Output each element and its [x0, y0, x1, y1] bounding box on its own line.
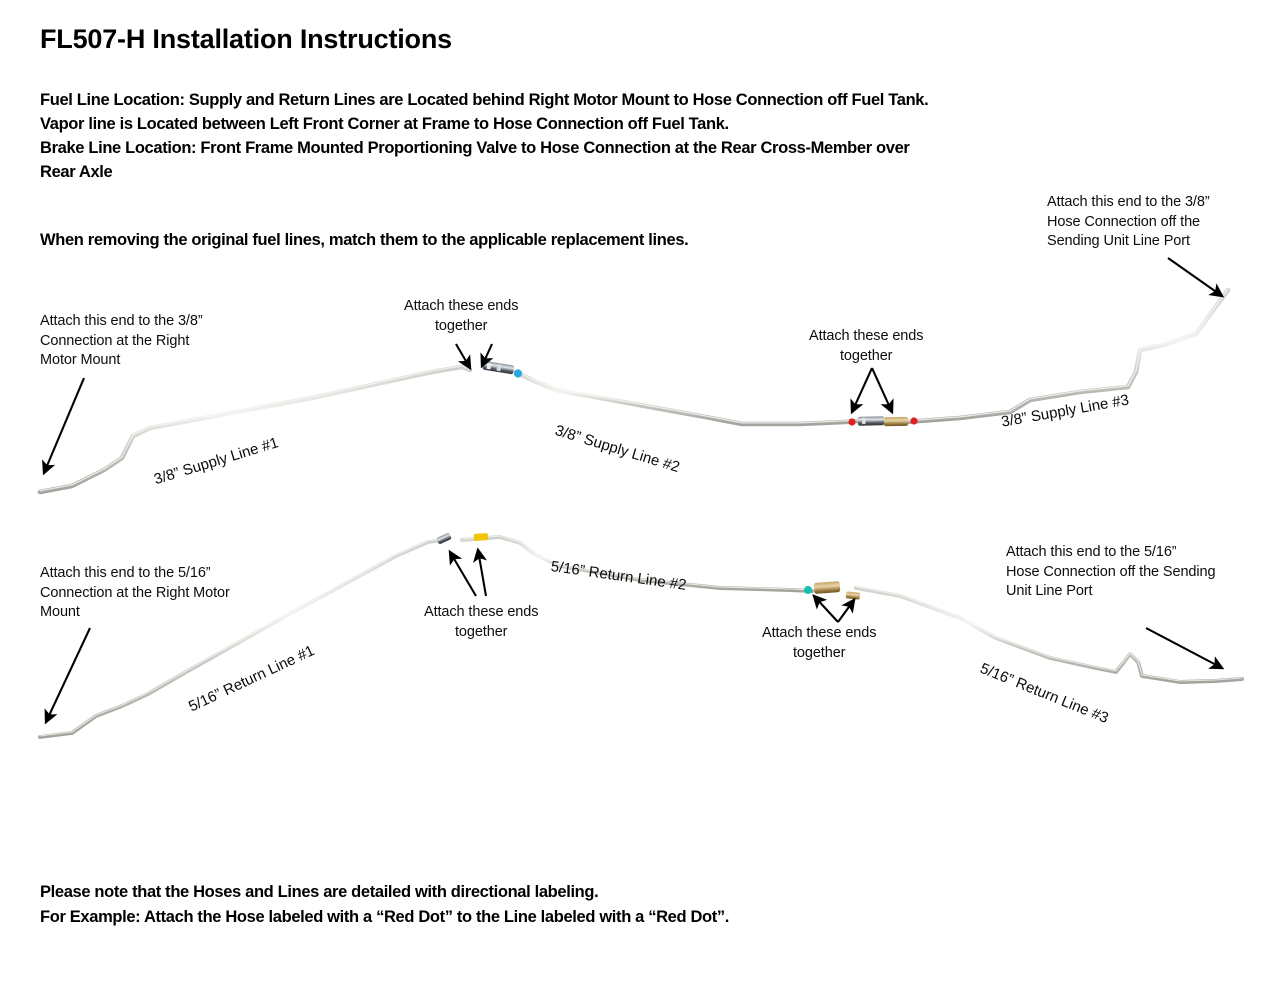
callout-line: together [454, 623, 508, 640]
footer-notes: Please note that the Hoses and Lines are… [40, 880, 729, 930]
callout-line: together [434, 317, 488, 334]
arrow-return-left [44, 627, 91, 725]
location-notes: Fuel Line Location: Supply and Return Li… [40, 88, 929, 184]
callout-line: Sending Unit Line Port [1047, 233, 1190, 249]
match-instruction: When removing the original fuel lines, m… [40, 231, 689, 249]
callout-line: Motor Mount [40, 352, 121, 368]
arrow-supply-left [42, 377, 85, 476]
return-joint-2-fittings [804, 581, 861, 600]
arrow-supply-joint1-b [480, 343, 494, 369]
callout-supply-joint-1: Attach these ends together [404, 297, 518, 336]
return-joint-1-tip [436, 533, 452, 544]
callout-line: Connection at the Right [40, 332, 190, 349]
supply-line-3 [890, 287, 1231, 426]
supply-joint-2-fittings [848, 416, 918, 427]
callout-supply-left-end: Attach this end to the 3/8” Connection a… [40, 312, 203, 371]
location-note-line: Brake Line Location: Front Frame Mounted… [40, 139, 910, 157]
location-note-line: Fuel Line Location: Supply and Return Li… [40, 91, 929, 109]
callout-return-right-end: Attach this end to the 5/16” Hose Connec… [1006, 543, 1216, 602]
arrow-return-joint2-a [812, 594, 839, 623]
callout-line: Hose Connection off the Sending [1006, 563, 1216, 580]
supply-joint-1-fitting [482, 361, 523, 378]
callout-supply-right-end: Attach this end to the 3/8” Hose Connect… [1047, 193, 1210, 252]
callout-line: together [839, 347, 893, 364]
yellow-dot-marker [473, 533, 489, 541]
callout-return-left-end: Attach this end to the 5/16” Connection … [40, 564, 230, 623]
footer-note-line: For Example: Attach the Hose labeled wit… [40, 908, 730, 926]
callout-line: Attach this end to the 3/8” [1047, 194, 1210, 210]
callout-line: Attach this end to the 5/16” [1006, 544, 1177, 560]
callout-line: Attach this end to the 5/16” [40, 565, 211, 581]
arrow-return-joint1-b [473, 547, 488, 597]
arrow-return-joint1-a [448, 549, 477, 597]
callout-supply-joint-2: Attach these ends together [809, 327, 923, 366]
callout-return-joint-2: Attach these ends together [762, 624, 876, 663]
arrow-supply-joint2-a [850, 367, 873, 415]
teal-dot-marker [804, 586, 812, 594]
location-note-line: Vapor line is Located between Left Front… [40, 115, 729, 133]
callout-line: Attach these ends [404, 298, 519, 314]
red-dot-marker-b [910, 417, 918, 425]
supply-line-2 [482, 361, 861, 427]
blue-dot-marker [513, 369, 523, 378]
callout-return-joint-1: Attach these ends together [424, 603, 538, 642]
callout-line: Hose Connection off the [1047, 213, 1201, 230]
arrow-return-right [1145, 627, 1225, 670]
callout-line: Attach these ends [809, 328, 924, 344]
red-dot-marker-a [848, 418, 856, 426]
location-note-line: Rear Axle [40, 163, 113, 181]
arrow-supply-right [1167, 257, 1225, 298]
return-line-3 [854, 586, 1244, 684]
return-line-2 [460, 533, 814, 593]
callout-line: Attach this end to the 3/8” [40, 313, 203, 329]
callout-line: Attach these ends [762, 625, 877, 641]
callout-line: Connection at the Right Motor [40, 584, 230, 601]
supply-line-1 [37, 364, 473, 495]
callout-line: Attach these ends [424, 604, 539, 620]
arrow-supply-joint1-a [455, 343, 472, 371]
callout-line: Mount [40, 604, 80, 620]
footer-note-line: Please note that the Hoses and Lines are… [40, 883, 599, 901]
return-line-1 [38, 533, 452, 739]
arrow-supply-joint2-b [871, 367, 894, 415]
page-title: FL507-H Installation Instructions [40, 24, 452, 54]
callout-line: Unit Line Port [1006, 583, 1093, 599]
arrow-return-joint2-b [837, 597, 856, 623]
callout-line: together [792, 644, 846, 661]
